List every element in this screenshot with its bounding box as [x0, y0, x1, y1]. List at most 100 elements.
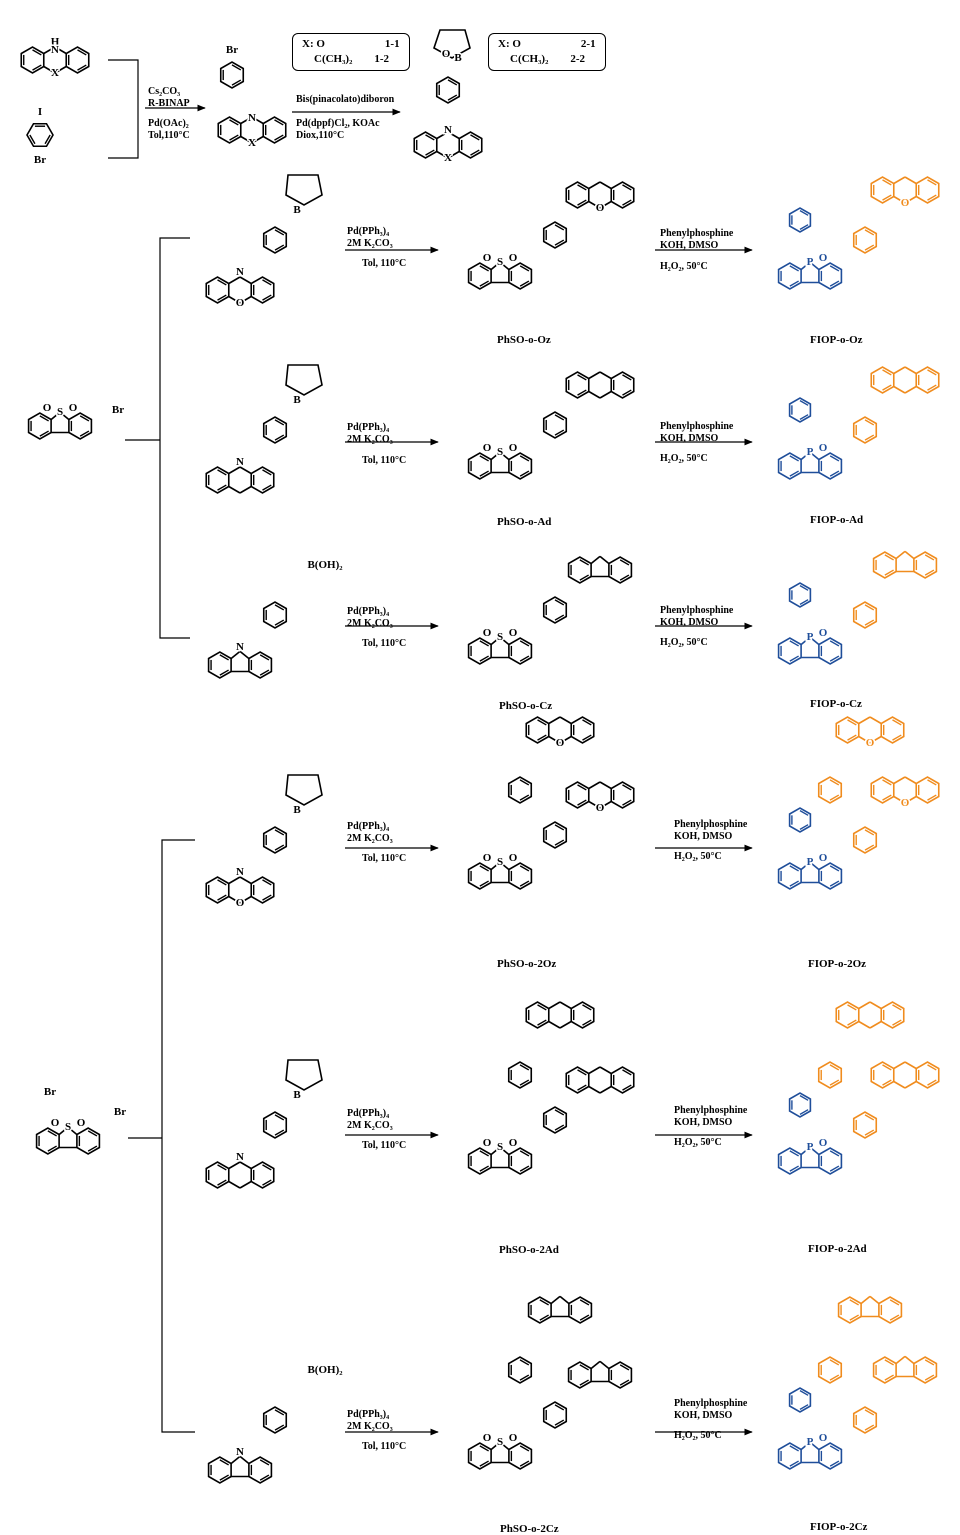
cyclization-conditions-row4-ox: H₂O₂, 50°C — [674, 851, 722, 862]
nh-atom: H — [51, 36, 60, 48]
product-phenyl-ring-5 — [852, 1111, 878, 1139]
pinacol-ring — [433, 29, 471, 59]
intermediate-label-6: PhSO-o-2Cz — [500, 1523, 559, 1535]
intermediate-core-6-hetero-atom: S — [497, 1436, 503, 1448]
intermediate-phenyl-ring-5 — [542, 1106, 568, 1134]
reagent-donor-2-ring-right — [250, 466, 275, 494]
intermediate-core-1-ring-right — [508, 262, 533, 290]
product-core-2-ring-right — [818, 452, 843, 480]
reagent-n-atom-2: N — [236, 456, 244, 468]
reagent-n-atom-3: N — [236, 641, 244, 653]
intermediate-phenyl-ring-4 — [542, 821, 568, 849]
reagent-donor-1-ring-right — [250, 276, 275, 304]
product-phenyl2-ring-6 — [817, 1356, 843, 1384]
intermediate-donor2-4-ring-right — [570, 716, 595, 744]
intermediate-core-6-ring-right — [508, 1442, 533, 1470]
branch-bracket-2 — [161, 839, 195, 1433]
suzuki-conditions-row5-solvent: Tol, 110°C — [362, 1140, 407, 1151]
reagent-donor-4-ring-left — [205, 876, 230, 904]
suzuki-conditions-row4-solvent: Tol, 110°C — [362, 853, 407, 864]
product-donor-2-ring-right — [915, 366, 940, 394]
cyclization-conditions-row3-ox: H₂O₂, 50°C — [660, 637, 708, 648]
intermediate-core-5-oxo-atom: O — [509, 1137, 518, 1149]
intermediate-core-4-ring-left — [467, 862, 492, 890]
reagent-n-atom-4: N — [236, 866, 244, 878]
intermediate-donor-4-ring-right — [610, 781, 635, 809]
boronate-phenyl-ring-6 — [262, 1406, 288, 1434]
intermediate-phenyl2-ring-4 — [507, 776, 533, 804]
product-core-6-hetero-atom: P — [807, 1436, 814, 1448]
dibromo-br-atom-2: Br — [114, 1106, 126, 1118]
product-donor-6-ring-left — [872, 1356, 897, 1384]
product-core-3-oxo-atom: O — [819, 627, 828, 639]
product-donor2-4-ring-right — [880, 716, 905, 744]
intermediate-donor-1-bridge-atom: O — [596, 202, 605, 214]
product-phenyl-ring-2 — [852, 416, 878, 444]
dibromo-core-ring-right — [76, 1127, 101, 1155]
product-label-3: FIOP-o-Cz — [810, 698, 862, 710]
boronic-acid-label-6: B(OH)₂ — [307, 1364, 343, 1376]
intermediate-core-6-ring-left — [467, 1442, 492, 1470]
intermediate-donor-5-ring-right — [610, 1066, 635, 1094]
boronate-phenyl-ring-5 — [262, 1111, 288, 1139]
product-label-5: FIOP-o-2Ad — [808, 1243, 867, 1255]
reagent-donor-1-bridge-atom: O — [236, 297, 245, 309]
product-phenyl-ring-4 — [852, 826, 878, 854]
pinacol-ring-1 — [285, 174, 323, 206]
intermediate-donor-4-bridge-atom: O — [596, 802, 605, 814]
intermediate-core-4-ring-right — [508, 862, 533, 890]
intermediate-donor-5-ring-left — [565, 1066, 590, 1094]
product-core-5-ring-right — [818, 1147, 843, 1175]
product-core-1-hetero-atom: P — [807, 256, 814, 268]
product-phenyl-ring-3 — [852, 601, 878, 629]
product-core-1-ring-right — [818, 262, 843, 290]
bromophenyl-ring — [219, 61, 245, 89]
intermediate-core-5-hetero-atom: S — [497, 1141, 503, 1153]
product-core-2-hetero-atom: P — [807, 446, 814, 458]
intermediate-donor2-5-ring-right — [570, 1001, 595, 1029]
intermediate-donor2-6-ring-right — [568, 1296, 593, 1324]
product-core-4-ring-right — [818, 862, 843, 890]
boronate-b-atom-1: B — [293, 204, 301, 216]
product-p-phenyl-ring-3 — [788, 582, 812, 608]
product-core-3-ring-right — [818, 637, 843, 665]
suzuki-conditions-row6-solvent: Tol, 110°C — [362, 1441, 407, 1452]
boronate-phenyl-ring-3 — [262, 601, 288, 629]
product-core-5-hetero-atom: P — [807, 1141, 814, 1153]
product-core-5-oxo-atom: O — [819, 1137, 828, 1149]
product-donor-4-bridge-atom: O — [901, 797, 910, 809]
intermediate-phenyl-ring-1 — [542, 221, 568, 249]
nh-n-atom: N — [51, 44, 59, 56]
intermediate-label-3: PhSO-o-Cz — [499, 700, 553, 712]
dibromo-core-ring-left — [35, 1127, 60, 1155]
product-phenyl2-ring-4 — [817, 776, 843, 804]
intermediate-donor-1-ring-right — [610, 181, 635, 209]
intermediate1-core-ring-right — [262, 116, 287, 144]
intermediate-core-6-oxo-atom-2: O — [483, 1432, 492, 1444]
product-label-4: FIOP-o-2Oz — [808, 958, 867, 970]
product-donor2-6-ring-right — [878, 1296, 903, 1324]
intermediate-core-1-hetero-atom: S — [497, 256, 503, 268]
boronate-b-atom-4: B — [293, 804, 301, 816]
product-donor2-4-ring-left — [835, 716, 860, 744]
reagent-donor-2-ring-left — [205, 466, 230, 494]
boronate-b-atom-5: B — [293, 1089, 301, 1101]
intermediate-donor2-5-ring-left — [525, 1001, 550, 1029]
reagent-n-atom-1: N — [236, 266, 244, 278]
product-core-4-hetero-atom: P — [807, 856, 814, 868]
product-label-6: FIOP-o-2Cz — [810, 1521, 868, 1533]
intermediate-core-4-oxo-atom: O — [509, 852, 518, 864]
dibromo-core-hetero-atom: S — [65, 1121, 71, 1133]
intermediate-core-5-ring-left — [467, 1147, 492, 1175]
intermediate-donor-2-ring-right — [610, 371, 635, 399]
